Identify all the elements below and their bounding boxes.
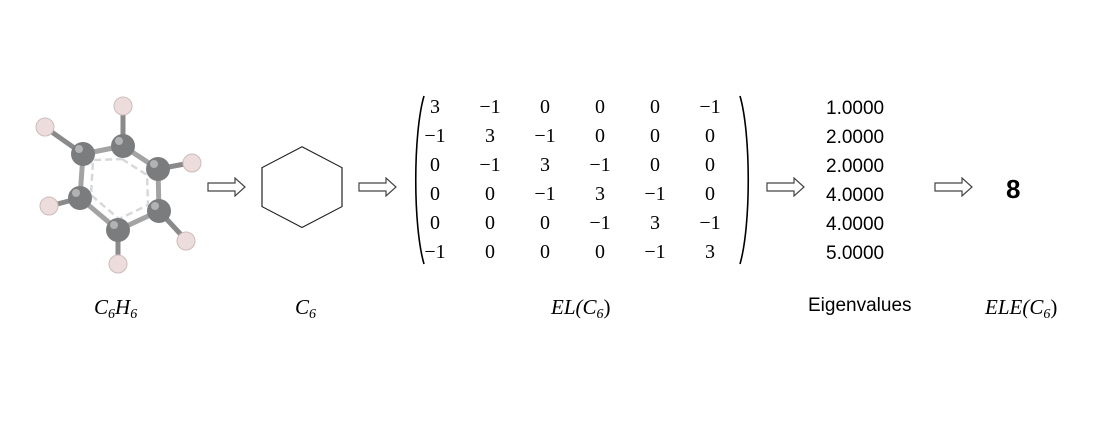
matrix-cell: 0 bbox=[595, 241, 605, 263]
matrix-cell: 0 bbox=[540, 96, 550, 118]
matrix-cell: 0 bbox=[705, 125, 715, 147]
matrix-cell: 0 bbox=[430, 154, 440, 176]
matrix-cell: 0 bbox=[650, 125, 660, 147]
matrix-left-paren bbox=[414, 95, 425, 265]
matrix-cell: −1 bbox=[589, 212, 611, 234]
matrix-cell: 0 bbox=[485, 241, 495, 263]
matrix-cell: −1 bbox=[589, 154, 611, 176]
eigenvalue-item: 2.0000 bbox=[826, 156, 885, 177]
matrix-cell: 0 bbox=[430, 183, 440, 205]
graph-label: C6 bbox=[295, 295, 317, 322]
eigenvalue-item: 5.0000 bbox=[826, 243, 885, 264]
carbon-atoms bbox=[68, 134, 171, 242]
matrix-cell: 0 bbox=[485, 183, 495, 205]
matrix-cell: −1 bbox=[534, 125, 556, 147]
benzene-molecule-model bbox=[35, 96, 202, 274]
arrow-right-icon bbox=[358, 177, 397, 197]
matrix-cell: −1 bbox=[424, 241, 446, 263]
matrix-cell: 0 bbox=[485, 212, 495, 234]
energy-label: ELE(C6) bbox=[985, 295, 1058, 322]
matrix-cell: 0 bbox=[650, 96, 660, 118]
matrix-cell: −1 bbox=[479, 96, 501, 118]
eigenvalue-item: 2.0000 bbox=[826, 127, 885, 148]
ring-bonds-inner-dashed bbox=[89, 157, 150, 221]
matrix-cell: 0 bbox=[595, 125, 605, 147]
matrix-cell: 0 bbox=[595, 96, 605, 118]
eigenvalue-item: 4.0000 bbox=[826, 214, 885, 235]
matrix-cell: 0 bbox=[705, 154, 715, 176]
matrix-cell: 3 bbox=[540, 154, 550, 176]
matrix-cell: −1 bbox=[644, 241, 666, 263]
matrix-cell: 0 bbox=[540, 212, 550, 234]
hexagon-graph bbox=[261, 146, 343, 229]
arrow-right-icon bbox=[766, 177, 805, 197]
laplacian-matrix: 3 −1 0 0 0 −1 −1 3 −1 0 0 0 0 −1 3 −1 0 0 0 0 −1 3 −1 0 0 0 0 −1 3 −1… bbox=[418, 94, 746, 266]
matrix-label: EL(C6) bbox=[551, 295, 611, 322]
eigenvalue-item: 4.0000 bbox=[826, 185, 885, 206]
matrix-cell: 0 bbox=[705, 183, 715, 205]
matrix-cell: −1 bbox=[534, 183, 556, 205]
matrix-cell: 3 bbox=[595, 183, 605, 205]
eigenvalue-item: 1.0000 bbox=[826, 98, 885, 119]
arrow-right-icon bbox=[934, 177, 973, 197]
molecule-label: C6H6 bbox=[94, 295, 138, 322]
matrix-cell: −1 bbox=[424, 125, 446, 147]
hydrogen-atoms bbox=[35, 96, 202, 274]
matrix-right-paren bbox=[739, 95, 750, 265]
matrix-cell: −1 bbox=[479, 154, 501, 176]
eigenvalues-label: Eigenvalues bbox=[808, 295, 912, 316]
matrix-cell: 3 bbox=[650, 212, 660, 234]
matrix-cell: 3 bbox=[705, 241, 715, 263]
matrix-cell: 0 bbox=[540, 241, 550, 263]
matrix-cell: 3 bbox=[430, 96, 440, 118]
arrow-right-icon bbox=[207, 177, 246, 197]
matrix-cell: −1 bbox=[644, 183, 666, 205]
matrix-cell: 3 bbox=[485, 125, 495, 147]
matrix-cell: 0 bbox=[430, 212, 440, 234]
matrix-cell: −1 bbox=[699, 96, 721, 118]
energy-result-value: 8 bbox=[1006, 174, 1021, 204]
matrix-cell: −1 bbox=[699, 212, 721, 234]
carbon-highlights bbox=[72, 137, 159, 229]
matrix-cell: 0 bbox=[650, 154, 660, 176]
